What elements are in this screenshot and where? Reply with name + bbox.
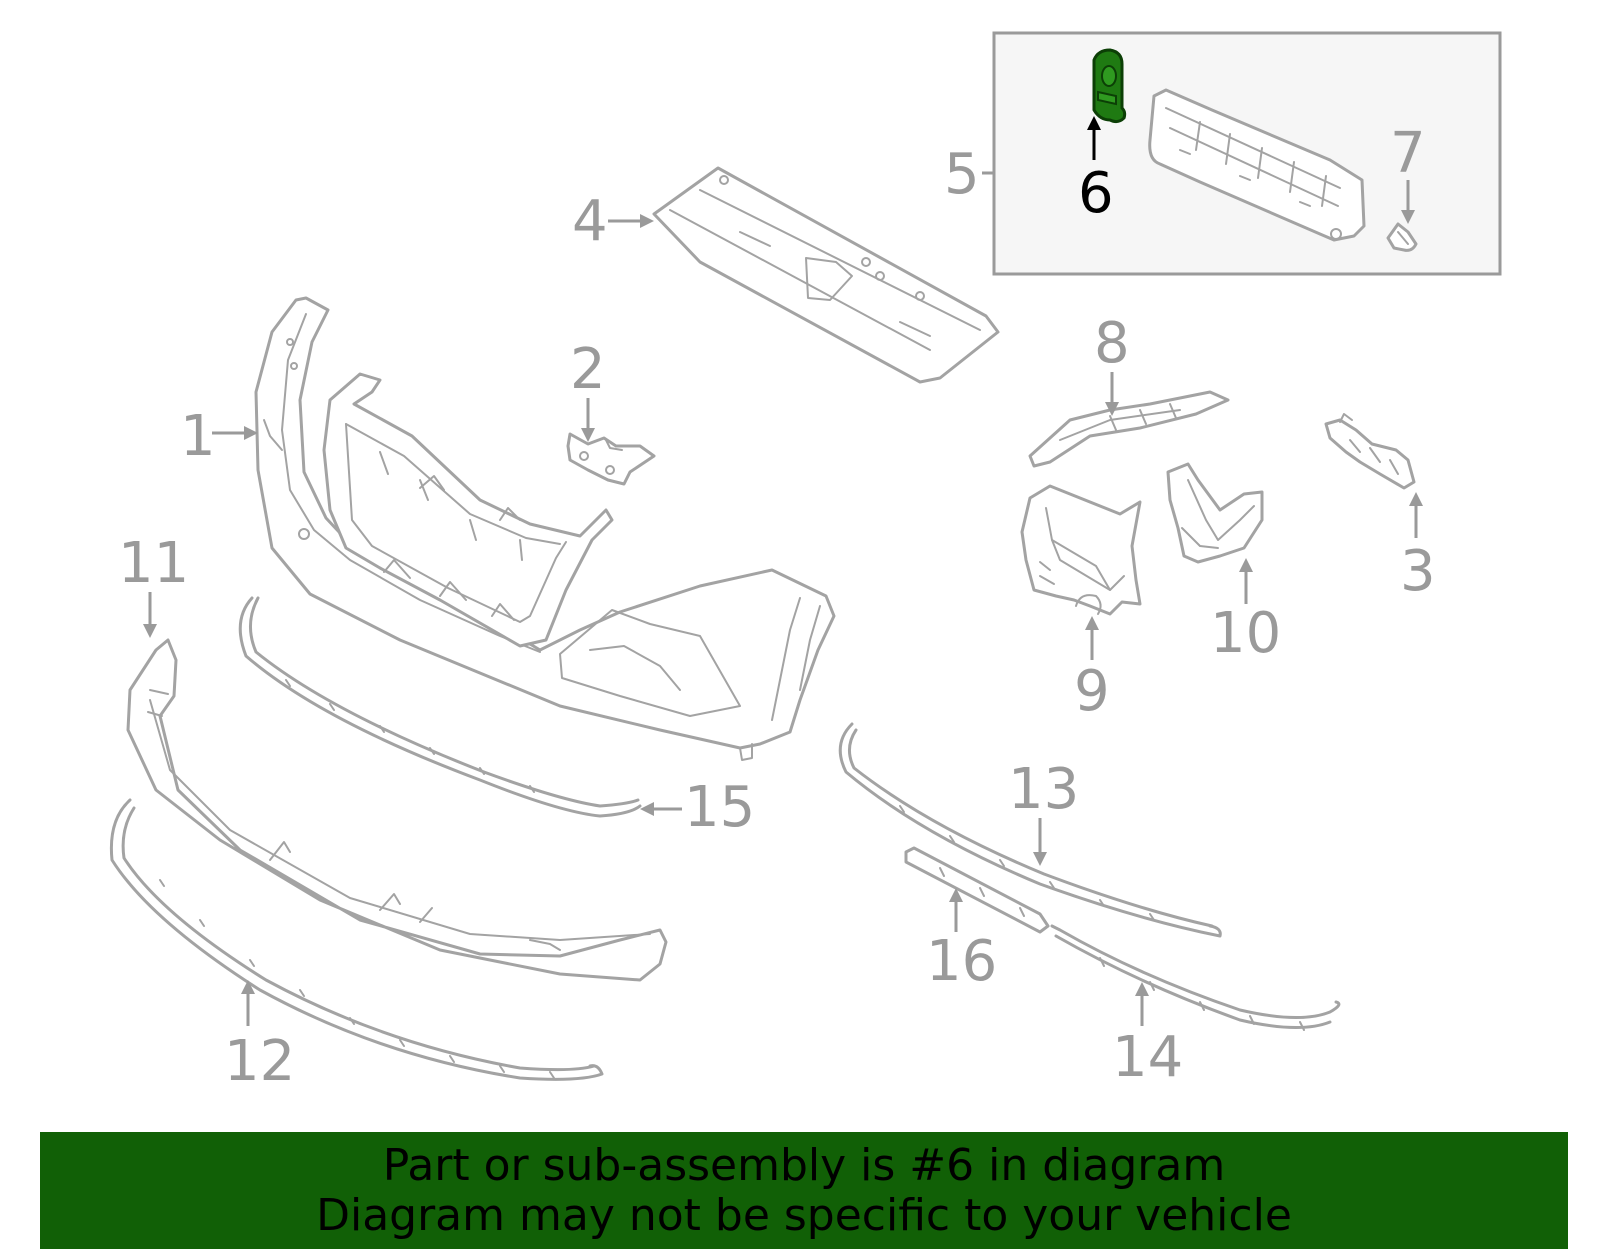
callout-7: 7	[1390, 121, 1426, 186]
callout-15: 15	[684, 775, 755, 840]
callout-11: 11	[118, 531, 189, 596]
callout-9: 9	[1074, 659, 1110, 724]
callout-1: 1	[180, 404, 216, 469]
callout-2: 2	[570, 337, 606, 402]
part-15-lower-trim[interactable]	[238, 596, 642, 818]
leader-lines	[143, 116, 1423, 1026]
part-16-strip[interactable]	[904, 846, 1050, 934]
part-13-trim-strip[interactable]	[838, 722, 1222, 938]
callout-8: 8	[1094, 311, 1130, 376]
part-7-clip[interactable]	[1386, 222, 1418, 252]
part-5-bracket[interactable]	[1148, 88, 1366, 242]
part-10-bracket[interactable]	[1166, 462, 1264, 564]
part-11-lower-garnish[interactable]	[126, 638, 668, 982]
callout-10: 10	[1210, 601, 1281, 666]
part-6-highlighted[interactable]	[1092, 48, 1127, 124]
part-8-bracket[interactable]	[1028, 390, 1230, 468]
part-12-lower-strip[interactable]	[109, 798, 604, 1081]
callout-13: 13	[1008, 757, 1079, 822]
callout-6: 6	[1078, 161, 1114, 226]
part-14-strip[interactable]	[1050, 924, 1341, 1031]
part-9-bracket[interactable]	[1020, 484, 1142, 616]
info-banner: Part or sub-assembly is #6 in diagram Di…	[40, 1132, 1568, 1249]
banner-line-part-info: Part or sub-assembly is #6 in diagram	[382, 1139, 1226, 1191]
callout-14: 14	[1112, 1025, 1183, 1090]
part-3-bracket[interactable]	[1324, 413, 1416, 490]
callout-16: 16	[926, 929, 997, 994]
part-1-bumper-cover[interactable]	[254, 296, 836, 761]
part-4-upper-cover[interactable]	[652, 166, 1000, 384]
banner-line-disclaimer: Diagram may not be specific to your vehi…	[316, 1189, 1292, 1241]
grille-frame	[322, 372, 614, 648]
callout-12: 12	[224, 1029, 295, 1094]
callout-5: 5	[944, 142, 980, 207]
callout-4: 4	[572, 189, 608, 254]
callout-3: 3	[1400, 539, 1436, 604]
part-2-bracket[interactable]	[566, 432, 656, 486]
